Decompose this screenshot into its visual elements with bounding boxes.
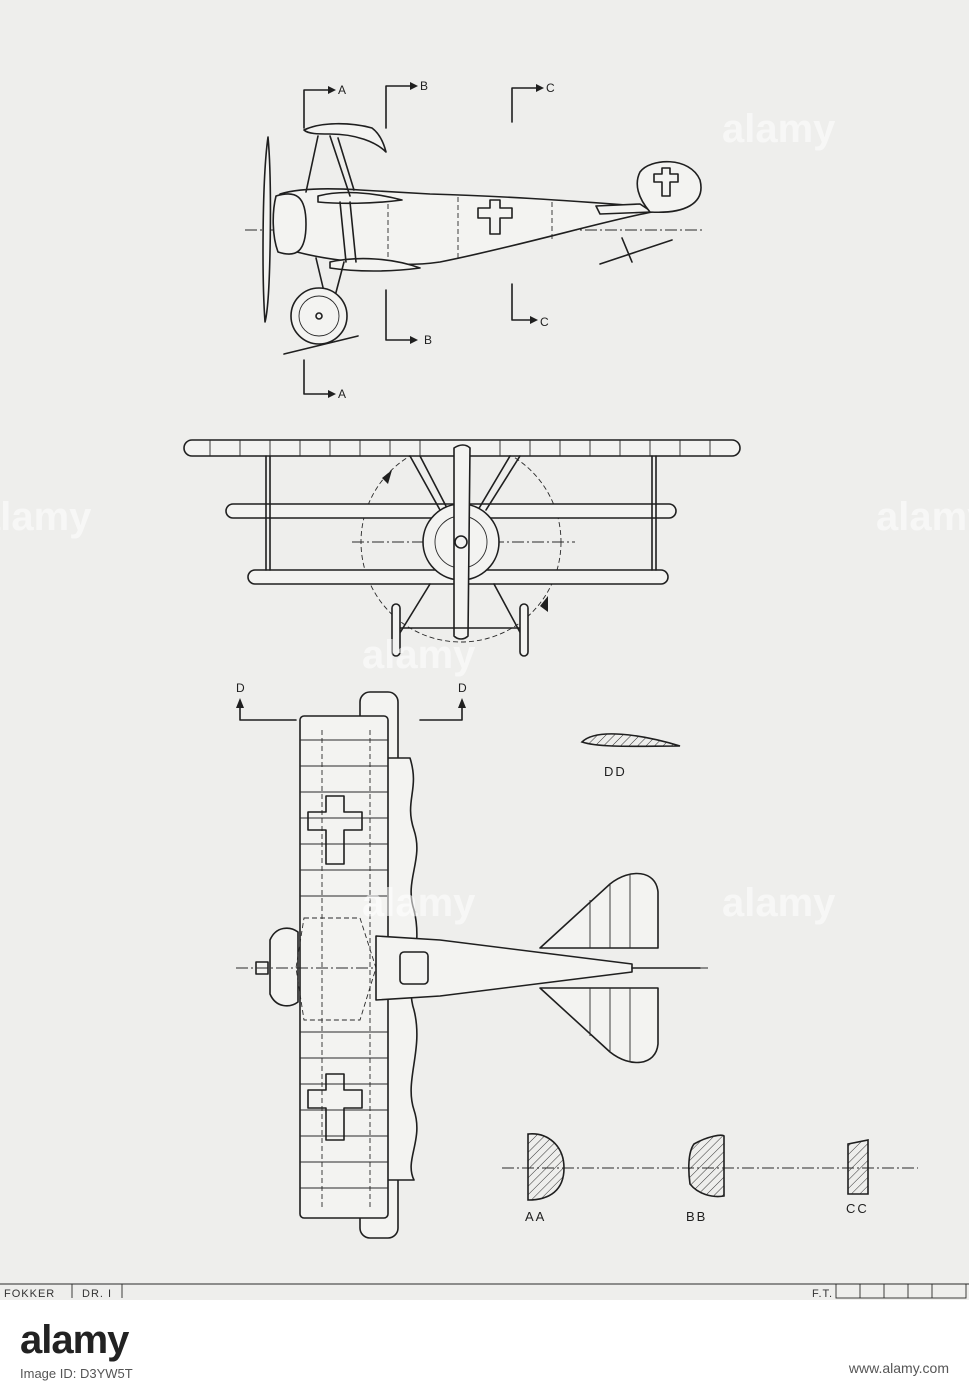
svg-text:C: C (546, 81, 556, 95)
plan-tailplane-right (539, 987, 659, 1064)
side-rudder (636, 160, 702, 214)
front-cabane-struts (397, 455, 523, 637)
section-marker-b-top: B (385, 79, 429, 129)
plan-cockpit (399, 951, 429, 985)
plan-wing-cross-lower (307, 1073, 363, 1141)
watermark-5: alamy (362, 881, 476, 925)
plan-tailplane-left (539, 872, 659, 949)
side-middle-wing (317, 191, 403, 205)
stock-footer: alamy Image ID: D3YW5T www.alamy.com (0, 1300, 969, 1390)
watermark-6: alamy (362, 633, 476, 677)
section-marker-a-top: A (303, 83, 347, 129)
front-propeller (453, 444, 471, 640)
footer-logo[interactable]: alamy (20, 1318, 129, 1362)
watermark-1: alamy (722, 107, 836, 151)
front-interplane-struts (265, 455, 657, 571)
section-marker-c-top: C (511, 81, 556, 123)
watermarks: alamy alamy alamy alamy alamy alamy (0, 107, 969, 925)
side-propeller (262, 136, 272, 323)
front-wing-ribs (209, 440, 711, 456)
side-tail-skid (599, 237, 673, 265)
title-block: FOKKER DR. I F.T. (0, 1283, 969, 1300)
side-ground-line (283, 335, 359, 355)
section-marker-d-left: D (236, 681, 297, 721)
side-stabiliser (595, 203, 653, 215)
section-marker-a-bottom: A (303, 359, 347, 401)
front-wheel-right (519, 603, 529, 657)
watermark-3: alamy (876, 495, 969, 539)
front-prop-hub (454, 535, 468, 549)
side-fuselage (277, 188, 653, 266)
watermark-4: alamy (722, 881, 836, 925)
svg-text:D: D (458, 681, 468, 695)
side-rudder-cross (653, 167, 679, 197)
side-view: A B C A B C (245, 79, 705, 401)
fokker-three-view-drawing: A B C A B C (0, 79, 969, 1300)
svg-text:B: B (424, 333, 433, 347)
side-lower-wing (329, 257, 421, 272)
side-engine-cowl (272, 193, 307, 255)
svg-text:C: C (540, 315, 550, 329)
front-rotation-arrow-2 (540, 596, 548, 612)
front-wheel-left (391, 603, 401, 657)
section-marker-c-bottom: C (511, 283, 550, 329)
plan-engine-cowl (269, 927, 299, 1007)
svg-text:B: B (420, 79, 429, 93)
svg-text:BB: BB (686, 1209, 707, 1224)
side-wheel-hub (315, 312, 323, 320)
plan-tail-ribs (589, 874, 631, 1062)
airfoil-section-dd: DD (580, 733, 681, 779)
front-view (183, 439, 741, 657)
plan-wing-cross-upper (307, 795, 363, 865)
title-aircraft: FOKKER (4, 1288, 55, 1300)
svg-text:A: A (338, 387, 347, 401)
strut-section-bb: BB (686, 1134, 725, 1224)
svg-text:A: A (338, 83, 347, 97)
title-sheet-code: F.T. (812, 1288, 833, 1300)
watermark-2: alamy (0, 495, 92, 539)
plan-lower-wing (299, 715, 389, 1219)
side-upper-wing (303, 122, 387, 153)
blueprint-sheet: A B C A B C (0, 0, 969, 1300)
section-marker-b-bottom: B (385, 289, 433, 347)
side-struts (305, 135, 357, 301)
plan-view: D D (236, 681, 710, 1239)
svg-text:CC: CC (846, 1201, 869, 1216)
svg-text:AA: AA (525, 1209, 546, 1224)
strut-section-cc: CC (846, 1139, 869, 1216)
side-fuselage-cross (477, 199, 513, 235)
front-rotation-arrow-1 (382, 470, 392, 484)
side-wheel-rim (298, 295, 340, 337)
svg-text:DD: DD (604, 764, 627, 779)
plan-fuselage (375, 935, 633, 1001)
section-marker-d-right: D (419, 681, 468, 721)
title-model: DR. I (82, 1288, 112, 1300)
footer-image-id: Image ID: D3YW5T (20, 1366, 133, 1381)
strut-section-aa: AA (525, 1133, 565, 1224)
footer-site-link[interactable]: www.alamy.com (848, 1360, 949, 1376)
svg-text:D: D (236, 681, 246, 695)
plan-engine-outline (295, 917, 377, 1021)
